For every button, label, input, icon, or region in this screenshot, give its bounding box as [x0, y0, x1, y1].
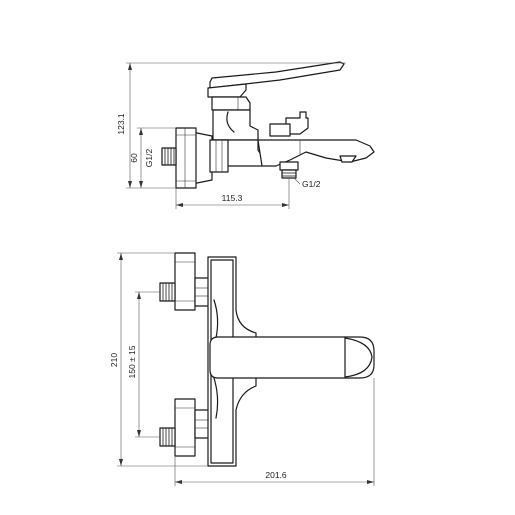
dim-depth-label: 115.3: [222, 193, 243, 203]
dim-center-distance-label: 150 ± 15: [127, 345, 137, 378]
dim-depth: 115.3: [175, 178, 290, 209]
dim-width-label: 201.6: [265, 470, 287, 480]
front-upper-connection: [159, 252, 210, 311]
front-view: 210 150 ± 15 201.6: [109, 252, 375, 486]
outlet-thread-callout: G1/2: [293, 177, 321, 189]
side-inlet-thread: [161, 147, 177, 166]
dim-total-height-label: 210: [109, 353, 119, 367]
outlet-thread-label: G1/2: [302, 179, 321, 189]
side-view: 123.1 60 G1/2 G1/2 115.3: [116, 61, 375, 209]
dim-height-total-label: 123.1: [116, 113, 126, 135]
dim-total-height: 210: [109, 252, 208, 467]
side-diverter-knob: [269, 111, 309, 137]
inlet-thread-label: G1/2: [144, 149, 154, 168]
dim-center-distance: 150 ± 15: [127, 291, 160, 438]
side-spout: [257, 139, 375, 167]
front-lever: [209, 336, 375, 379]
dim-connection-height-label: 60: [129, 153, 139, 163]
dim-width: 201.6: [174, 378, 375, 486]
side-lever-handle: [207, 61, 345, 111]
front-lower-connection: [159, 398, 210, 457]
dim-height-total: 123.1: [116, 62, 346, 189]
dim-connection-height: 60: [129, 127, 176, 188]
side-wall-fitting: [175, 127, 229, 189]
side-outlet-thread: [279, 161, 299, 179]
